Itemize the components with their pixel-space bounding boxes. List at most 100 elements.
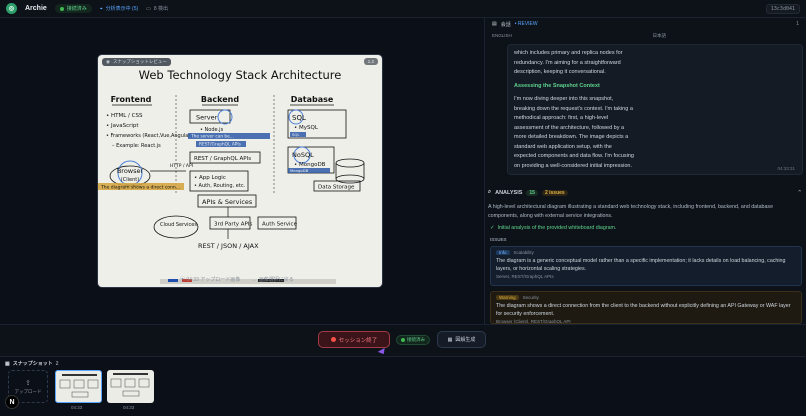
- marker-tray: [160, 279, 336, 284]
- end-session-button[interactable]: セッション終了: [318, 331, 390, 348]
- overlay-nosql[interactable]: [288, 168, 330, 173]
- transcript-line: description, keeping it conversational.: [514, 69, 606, 75]
- status-dot-icon: [401, 338, 405, 342]
- snapshot-thumbnail-1[interactable]: [55, 370, 102, 403]
- sql-box: [287, 109, 347, 139]
- transcript-line: on providing a well-considered initial i…: [514, 162, 633, 169]
- transcript-time: 04:33:31: [777, 166, 795, 171]
- back-to-selection-text: 画像選択に戻る: [258, 277, 294, 283]
- detection-count[interactable]: ▭8 検出: [146, 5, 169, 13]
- logic-item-1: • App Logic: [194, 175, 226, 181]
- zoom-indicator[interactable]: 1.2: [363, 58, 378, 65]
- whiteboard-image[interactable]: Web Technology Stack Architecture Fronte…: [98, 55, 382, 287]
- analysis-header[interactable]: ⌕ ANALYSIS 15 2 issues ⌃: [488, 189, 802, 196]
- issue-category: Scalability: [513, 250, 534, 255]
- diagram-icon: ▦: [447, 336, 453, 343]
- analyzing-indicator[interactable]: ⌖分析表示中 (5): [99, 5, 139, 13]
- thumb-box: [110, 378, 122, 388]
- generate-diagram-button[interactable]: ▦図解生成: [437, 331, 486, 348]
- overlay-rest[interactable]: [196, 141, 246, 147]
- rest-label: REST / GraphQL APIs: [194, 156, 251, 162]
- frontend-item-3: • Frameworks (React,Vue,Angular): [106, 133, 192, 139]
- transcript-line: standard web application setup, with the: [514, 143, 612, 150]
- analysis-count-badge: 15: [526, 189, 538, 196]
- backend-item-1: • Node.js: [200, 127, 224, 133]
- snapshot-title: スナップショット: [12, 361, 53, 367]
- upload-button[interactable]: ⇪ アップロード: [8, 370, 48, 403]
- n-logo-icon[interactable]: N: [5, 395, 19, 409]
- format-label: REST / JSON / AJAX: [198, 242, 259, 250]
- generate-diagram-label: 図解生成: [455, 337, 476, 343]
- control-connection-badge: 接続済み: [396, 335, 430, 345]
- chevron-up-icon[interactable]: ⌃: [797, 189, 802, 196]
- whiteboard-diagram: Web Technology Stack Architecture Fronte…: [98, 68, 365, 284]
- thumb-box: [71, 391, 89, 398]
- overlay-sql[interactable]: [290, 132, 306, 137]
- apis-box: [197, 194, 257, 208]
- frontend-item-1: • HTML / CSS: [106, 113, 143, 119]
- issue-description: The diagram shows a direct connection fr…: [496, 303, 791, 317]
- apis-title: APIs & Services: [202, 198, 253, 206]
- database-heading: Database: [291, 95, 334, 104]
- snapshot-count: 2: [55, 360, 59, 367]
- initial-analysis-text: Initial analysis of the provided whitebo…: [497, 225, 617, 231]
- snapshot-time-1: 04:33: [71, 405, 83, 410]
- thumbnail-preview-1: [59, 374, 99, 398]
- session-id-badge[interactable]: 13c3d041: [765, 3, 800, 14]
- logic-item-2: • Auth, Routing, etc.: [194, 183, 246, 189]
- auth-label: Auth Service: [262, 222, 298, 228]
- overlay-server[interactable]: [188, 133, 270, 139]
- issue-tag-row: Warning Security: [496, 295, 796, 300]
- detection-count-text: 8 検出: [153, 6, 169, 12]
- browser-sublabel: (Client): [121, 177, 139, 183]
- cloud-shape: [153, 215, 199, 239]
- transcript-line: I'm now diving deeper into this snapshot…: [514, 96, 614, 102]
- location-pin-icon: ⌖: [99, 5, 103, 12]
- main-viewer: Web Technology Stack Architecture Fronte…: [0, 18, 484, 324]
- sql-highlight-ring: [288, 109, 304, 125]
- backend-heading: Backend: [201, 95, 239, 104]
- thumb-title-line: [113, 373, 148, 375]
- thumbnail-preview-2: [110, 373, 150, 397]
- overlay-rest-text: REST/GraphQL APIs: [199, 142, 242, 148]
- third-party-box: [209, 216, 251, 230]
- http-label: HTTP / API: [170, 163, 193, 169]
- back-to-selection-link[interactable]: ← 画像選択に戻る: [252, 277, 294, 283]
- nosql-item: • MongoDB: [294, 162, 326, 168]
- overlay-sql-text: SQL: [292, 132, 300, 137]
- overlay-server-text: The server can be...: [190, 134, 234, 140]
- image-meta-bar: ▣ 04:33 アップロード画像 ← 画像選択に戻る: [180, 276, 294, 283]
- transcript-bubble: which includes primary and replica nodes…: [507, 44, 803, 175]
- overlay-annotation-direct-text: The diagram shows a direct conn...: [100, 185, 180, 191]
- overlay-annotation-direct[interactable]: [98, 183, 184, 190]
- diagram-title: Web Technology Stack Architecture: [139, 68, 342, 82]
- transcript-heading: Assessing the Snapshot Context: [514, 82, 600, 89]
- issue-level-tag: Info: [496, 250, 510, 255]
- issue-level-tag: Warning: [496, 295, 519, 300]
- issues-label: ISSUES: [490, 237, 507, 242]
- transcript-line: more detailed breakdown. The image depic…: [514, 134, 629, 140]
- snapshot-thumbnail-2[interactable]: [107, 370, 154, 403]
- analyzing-text: 分析表示中 (5): [105, 6, 139, 12]
- thumb-box: [124, 378, 136, 388]
- marker-blue: [168, 279, 178, 282]
- lang-english: ENGLISH: [492, 33, 512, 38]
- issue-card-warning[interactable]: Warning Security The diagram shows a dir…: [490, 291, 802, 324]
- marker-red: [182, 279, 192, 282]
- cloud-label: Cloud Services: [160, 222, 197, 228]
- sparkle-icon: ✓: [490, 225, 495, 231]
- server-label: Server: [196, 114, 218, 122]
- top-bar: ◎ Archie 接続済み ⌖分析表示中 (5) ▭8 検出 13c3d041: [0, 0, 806, 18]
- issue-card-info[interactable]: Info Scalability The diagram is a generi…: [490, 246, 802, 286]
- control-connection-text: 接続済み: [407, 337, 425, 342]
- transcript-line: expected components and data flow. I'm f…: [514, 153, 634, 159]
- frontend-item-2: • JavaScript: [106, 123, 139, 129]
- monitor-icon: ▭: [146, 5, 151, 12]
- storage-label: Data Storage: [318, 185, 355, 191]
- logic-box: [189, 170, 249, 192]
- browser-label: Browser: [117, 167, 144, 175]
- storage-cylinder-top: [335, 158, 365, 168]
- sql-item: • MySQL: [294, 125, 319, 131]
- overlay-nosql-text: MongoDB: [290, 168, 309, 173]
- connection-status-text: 接続済み: [66, 6, 87, 12]
